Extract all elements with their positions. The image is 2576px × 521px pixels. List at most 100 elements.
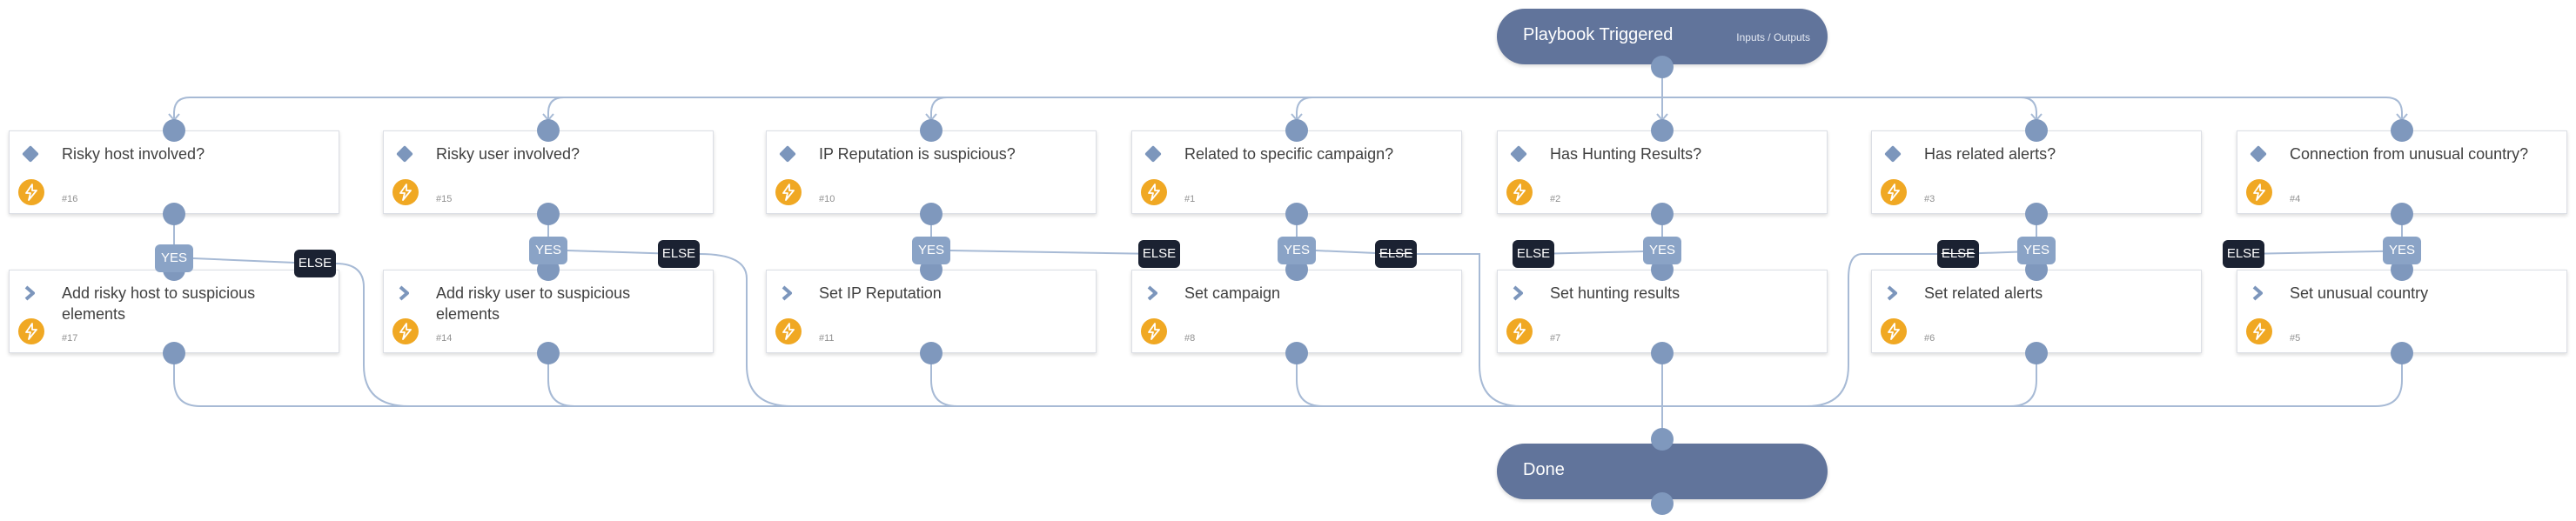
card-id: #14 [436, 333, 453, 344]
card-title: Add risky user to suspicious elements [436, 284, 631, 323]
yes-branch-label[interactable]: YES [1643, 237, 1681, 264]
done-input-port[interactable] [1651, 428, 1674, 451]
task-output-port[interactable] [1285, 342, 1308, 364]
condition-output-port[interactable] [2025, 203, 2048, 225]
condition-output-port[interactable] [2391, 203, 2413, 225]
done-output-port[interactable] [1651, 492, 1674, 515]
lightning-bolt-icon [392, 318, 419, 344]
chevron-right-icon [1143, 283, 1164, 304]
card-title: Set hunting results [1550, 284, 1680, 302]
diamond-icon [1882, 144, 1903, 164]
yes-branch-label[interactable]: YES [529, 237, 567, 264]
diamond-icon [2248, 144, 2269, 164]
task-card[interactable]: Set related alerts#6 [1871, 270, 2202, 353]
task-output-port[interactable] [2025, 342, 2048, 364]
condition-input-port[interactable] [163, 119, 185, 142]
condition-output-port[interactable] [920, 203, 943, 225]
yes-branch-label[interactable]: YES [1278, 237, 1316, 264]
lightning-bolt-icon [2246, 179, 2272, 205]
task-output-port[interactable] [537, 342, 560, 364]
card-title: Risky user involved? [436, 145, 580, 163]
yes-branch-label[interactable]: YES [2017, 237, 2056, 264]
card-title: Set related alerts [1924, 284, 2043, 302]
card-title: IP Reputation is suspicious? [819, 145, 1016, 163]
condition-card[interactable]: Connection from unusual country?#4 [2237, 130, 2567, 214]
diamond-icon [1508, 144, 1529, 164]
chevron-right-icon [777, 283, 798, 304]
condition-card[interactable]: Has related alerts? #3 [1871, 130, 2202, 214]
lightning-bolt-icon [1881, 318, 1907, 344]
card-id: #16 [62, 194, 78, 204]
else-branch-label[interactable]: ELSE [294, 250, 336, 277]
card-title: Add risky host to suspicious elements [62, 284, 256, 323]
lightning-bolt-icon [18, 179, 44, 205]
condition-output-port[interactable] [1651, 203, 1674, 225]
else-branch-label[interactable]: ELSE [658, 240, 700, 268]
task-card[interactable]: Set unusual country #5 [2237, 270, 2567, 353]
lightning-bolt-icon [1506, 179, 1533, 205]
condition-input-port[interactable] [2391, 119, 2413, 142]
diamond-icon [1143, 144, 1164, 164]
task-card[interactable]: Add risky user to suspicious elements #14 [383, 270, 714, 353]
lightning-bolt-icon [18, 318, 44, 344]
condition-card[interactable]: Risky host involved? #16 [9, 130, 339, 214]
condition-output-port[interactable] [537, 203, 560, 225]
card-id: #10 [819, 194, 835, 204]
chevron-right-icon [20, 283, 41, 304]
yes-branch-label[interactable]: YES [2383, 237, 2421, 264]
chevron-right-icon [1882, 283, 1903, 304]
condition-input-port[interactable] [2025, 119, 2048, 142]
yes-branch-label[interactable]: YES [912, 237, 950, 264]
else-branch-label[interactable]: ELSE [2223, 240, 2264, 268]
lightning-bolt-icon [392, 179, 419, 205]
card-title: Related to specific campaign? [1184, 145, 1394, 163]
else-branch-label[interactable]: ELSE [1138, 240, 1180, 268]
condition-input-port[interactable] [1651, 119, 1674, 142]
diamond-icon [394, 144, 415, 164]
card-id: #11 [819, 333, 835, 344]
condition-card[interactable]: Related to specific campaign?#1 [1131, 130, 1462, 214]
card-id: #5 [2290, 333, 2301, 344]
condition-input-port[interactable] [537, 119, 560, 142]
done-node[interactable]: Done [1497, 444, 1828, 499]
trigger-output-port[interactable] [1651, 56, 1674, 78]
condition-output-port[interactable] [163, 203, 185, 225]
card-id: #3 [1924, 194, 1935, 204]
condition-input-port[interactable] [1285, 119, 1308, 142]
done-title: Done [1523, 460, 1565, 479]
task-output-port[interactable] [163, 342, 185, 364]
condition-input-port[interactable] [920, 119, 943, 142]
card-title: Set unusual country [2290, 284, 2429, 302]
diamond-icon [20, 144, 41, 164]
card-title: Has related alerts? [1924, 145, 2056, 163]
card-title: Has Hunting Results? [1550, 145, 1702, 163]
else-branch-label[interactable]: ELSE [1937, 240, 1979, 268]
task-output-port[interactable] [920, 342, 943, 364]
lightning-bolt-icon [775, 179, 802, 205]
condition-card[interactable]: IP Reputation is suspicious? #10 [766, 130, 1097, 214]
inputs-outputs-link[interactable]: Inputs / Outputs [1736, 31, 1810, 43]
card-id: #8 [1184, 333, 1196, 344]
playbook-triggered-node[interactable]: Playbook Triggered Inputs / Outputs [1497, 9, 1828, 64]
yes-branch-label[interactable]: YES [155, 244, 193, 272]
task-output-port[interactable] [1651, 342, 1674, 364]
card-title: Set campaign [1184, 284, 1281, 302]
task-card[interactable]: Set IP Reputation #11 [766, 270, 1097, 353]
else-branch-label[interactable]: ELSE [1513, 240, 1554, 268]
lightning-bolt-icon [2246, 318, 2272, 344]
lightning-bolt-icon [1141, 318, 1167, 344]
condition-output-port[interactable] [1285, 203, 1308, 225]
task-card[interactable]: Add risky host to suspicious elements#17 [9, 270, 339, 353]
else-branch-label[interactable]: ELSE [1375, 240, 1417, 268]
condition-card[interactable]: Has Hunting Results?#2 [1497, 130, 1828, 214]
card-title: Risky host involved? [62, 145, 205, 163]
chevron-right-icon [394, 283, 415, 304]
playbook-triggered-title: Playbook Triggered [1523, 25, 1674, 44]
card-title: Set IP Reputation [819, 284, 942, 302]
task-card[interactable]: Set campaign #8 [1131, 270, 1462, 353]
chevron-right-icon [1508, 283, 1529, 304]
task-output-port[interactable] [2391, 342, 2413, 364]
condition-card[interactable]: Risky user involved?#15 [383, 130, 714, 214]
card-id: #7 [1550, 333, 1561, 344]
task-card[interactable]: Set hunting results #7 [1497, 270, 1828, 353]
